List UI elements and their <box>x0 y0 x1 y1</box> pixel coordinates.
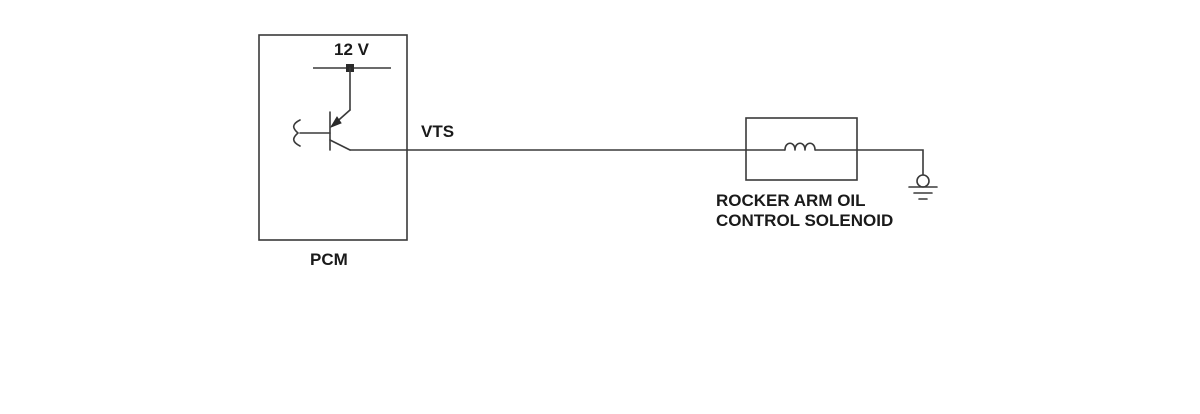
solenoid-label-line2: CONTROL SOLENOID <box>716 211 893 230</box>
coil-icon <box>784 142 816 151</box>
vts-label: VTS <box>421 122 454 141</box>
supply-voltage-label: 12 V <box>334 40 370 59</box>
solenoid-label-line1: ROCKER ARM OIL <box>716 191 866 210</box>
ground-wire <box>815 149 924 175</box>
solenoid-box <box>745 117 858 181</box>
pcm-label: PCM <box>310 250 348 269</box>
ground-icon <box>908 174 938 200</box>
transistor-icon <box>292 67 351 151</box>
pcm-box <box>258 34 408 241</box>
